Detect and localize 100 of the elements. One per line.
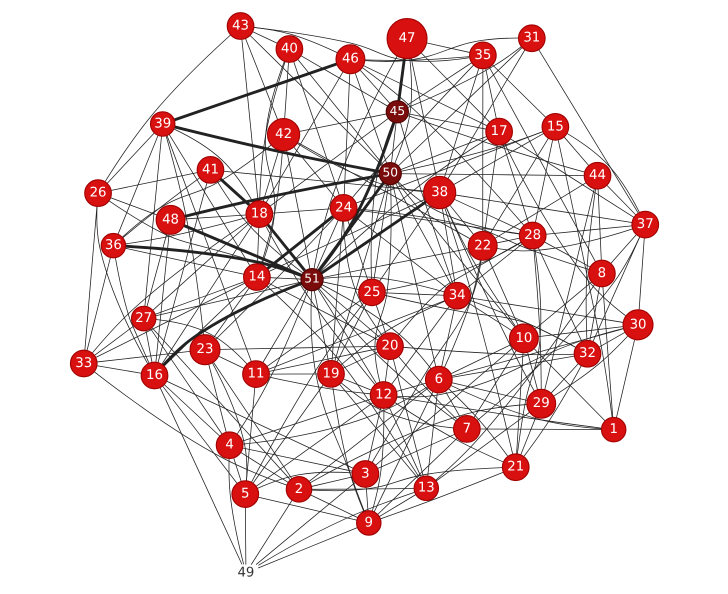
connector: [602, 286, 613, 418]
connector: [384, 359, 388, 382]
connector: [155, 234, 169, 362]
connector: [340, 300, 444, 366]
connector: [394, 183, 451, 284]
connector: [213, 288, 249, 338]
connector: [550, 364, 578, 394]
connector: [400, 131, 542, 172]
connector: [598, 332, 625, 348]
connector: [266, 300, 361, 367]
connector: [566, 133, 640, 213]
connector: [211, 362, 247, 482]
connector: [544, 188, 594, 390]
connector: [371, 260, 481, 463]
connector: [638, 238, 644, 310]
connector: [266, 224, 306, 272]
connector: [151, 327, 290, 480]
connector: [150, 328, 222, 434]
connector: [252, 384, 323, 484]
connector: [268, 300, 444, 370]
connector: [479, 428, 602, 430]
connector: [258, 492, 414, 566]
connector: [388, 406, 421, 478]
connector: [362, 65, 487, 126]
connector: [352, 64, 474, 198]
connector: [269, 277, 301, 280]
node-circle: 48: [155, 204, 186, 235]
connector: [420, 52, 490, 122]
connector: [94, 326, 134, 356]
node-circle: 21: [501, 453, 530, 482]
connector: [359, 70, 390, 104]
connector: [375, 305, 386, 334]
node-circle: 29: [526, 388, 556, 419]
connector: [342, 352, 378, 369]
connector: [410, 58, 436, 177]
connector: [163, 384, 220, 436]
connector: [373, 391, 433, 512]
connector: [173, 62, 337, 122]
connector: [174, 126, 380, 173]
connector: [362, 67, 524, 226]
node-circle: 13: [413, 476, 439, 502]
connector: [212, 362, 292, 479]
connector: [597, 188, 602, 260]
connector: [442, 208, 455, 283]
connector: [490, 138, 548, 234]
connector: [331, 220, 342, 361]
connector: [222, 170, 424, 192]
connector: [368, 408, 380, 462]
node-circle: 19: [316, 360, 344, 388]
connector: [435, 412, 530, 482]
connector: [400, 122, 453, 284]
connector: [258, 61, 285, 201]
connector: [447, 49, 525, 180]
connector: [473, 350, 516, 418]
connector: [296, 143, 424, 192]
connector: [398, 356, 458, 420]
connector: [316, 220, 338, 270]
node-circle: 36: [100, 232, 126, 258]
connector: [262, 288, 306, 363]
connector: [114, 257, 149, 364]
connector: [482, 68, 483, 232]
connector: [257, 527, 358, 568]
connector: [184, 174, 379, 218]
connector: [244, 38, 278, 120]
connector: [297, 59, 383, 166]
connector: [407, 115, 584, 172]
connector: [261, 61, 284, 265]
connector: [262, 150, 279, 202]
connector: [408, 114, 486, 130]
connector: [378, 494, 416, 517]
connector: [426, 42, 470, 53]
connector: [117, 135, 158, 235]
connector: [384, 295, 576, 348]
connector: [402, 346, 574, 356]
node-circle: 43: [226, 12, 254, 40]
connector: [538, 326, 624, 337]
connector: [450, 385, 602, 430]
connector: [396, 382, 426, 392]
node-circle: 15: [541, 112, 569, 141]
connector: [336, 304, 366, 362]
connector: [384, 242, 521, 290]
connector: [313, 290, 328, 362]
connector: [510, 138, 634, 218]
connector: [272, 208, 330, 214]
node-circle: 50: [378, 162, 402, 186]
connector: [502, 144, 528, 224]
connector: [242, 448, 352, 472]
connector: [144, 136, 162, 307]
connector: [165, 136, 204, 335]
connector: [286, 150, 310, 269]
connector: [445, 207, 534, 392]
connector: [161, 225, 252, 364]
connector: [504, 144, 626, 316]
node-circle: 30: [622, 309, 654, 340]
connector: [322, 282, 358, 290]
connector: [364, 38, 518, 62]
connector: [451, 328, 624, 376]
connector: [338, 384, 418, 480]
connector: [218, 356, 244, 369]
connector: [310, 476, 352, 487]
